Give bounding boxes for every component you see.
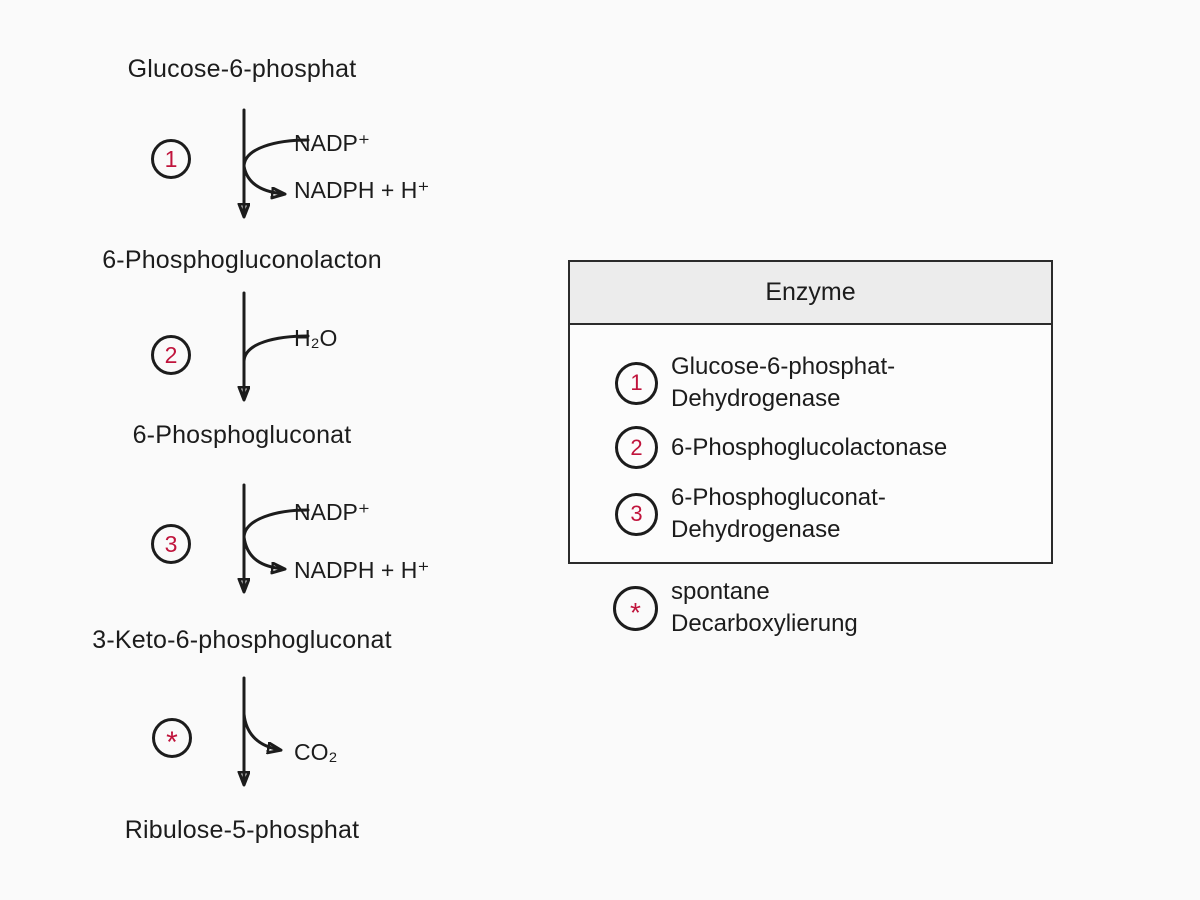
step-marker-3: 3 xyxy=(151,524,191,564)
metabolite-label-6-phosphogluconolacton: 6-Phosphogluconolacton xyxy=(102,246,382,274)
legend-item-1-line2: Dehydrogenase xyxy=(671,385,841,412)
legend-marker-3: 3 xyxy=(615,492,658,536)
legend-marker-2-label: 2 xyxy=(630,434,643,460)
metabolite-label-3-keto-6-phosphogluconat: 3-Keto-6-phosphogluconat xyxy=(92,626,392,654)
metabolite-label-6-phosphogluconat: 6-Phosphogluconat xyxy=(132,421,352,449)
legend-item-3-text: 6-Phosphogluconat- Dehydrogenase xyxy=(671,482,886,546)
cofactor-in-label-step1: NADP⁺ xyxy=(294,130,371,156)
cofactor-in-label-step2: H₂O xyxy=(294,325,338,351)
enzyme-legend-box: Enzyme xyxy=(568,260,1053,564)
legend-marker-spontaneous-label: * xyxy=(630,597,641,628)
legend-marker-spontaneous: * xyxy=(613,585,658,631)
legend-marker-1: 1 xyxy=(615,361,658,405)
step-marker-2: 2 xyxy=(151,335,191,375)
step-marker-spontaneous: * xyxy=(152,718,192,759)
cofactor-out-label-step3: NADPH + H⁺ xyxy=(294,557,430,583)
enzyme-legend-title: Enzyme xyxy=(765,278,856,306)
cofactor-in-label-step3: NADP⁺ xyxy=(294,499,371,525)
legend-footnote: * spontane Decarboxylierung xyxy=(613,576,858,640)
enzyme-legend-header: Enzyme xyxy=(570,262,1051,325)
step-marker-3-label: 3 xyxy=(164,530,178,557)
legend-item-3-line1: 6-Phosphogluconat- xyxy=(671,484,886,511)
legend-item-3: 3 6-Phosphogluconat- Dehydrogenase xyxy=(615,482,886,546)
legend-item-1: 1 Glucose-6-phosphat- Dehydrogenase xyxy=(615,351,895,415)
legend-marker-2: 2 xyxy=(615,426,658,469)
step-marker-2-label: 2 xyxy=(164,341,178,368)
step-marker-1-label: 1 xyxy=(164,145,178,172)
legend-item-2-line1: 6-Phosphoglucolactonase xyxy=(671,433,948,461)
step-marker-1: 1 xyxy=(151,139,191,179)
step-marker-spontaneous-label: * xyxy=(166,726,178,759)
legend-footnote-line1: spontane xyxy=(671,578,770,605)
legend-footnote-line2: Decarboxylierung xyxy=(671,610,858,637)
metabolite-label-ribulose-5-phosphat: Ribulose-5-phosphat xyxy=(124,816,360,844)
metabolite-label-glucose-6-phosphat: Glucose-6-phosphat xyxy=(127,55,357,83)
legend-marker-1-label: 1 xyxy=(630,370,643,395)
legend-item-1-text: Glucose-6-phosphat- Dehydrogenase xyxy=(671,351,895,415)
legend-marker-3-label: 3 xyxy=(630,501,643,526)
legend-item-2: 2 6-Phosphoglucolactonase xyxy=(615,426,947,469)
legend-item-1-line1: Glucose-6-phosphat- xyxy=(671,353,896,380)
legend-item-3-line2: Dehydrogenase xyxy=(671,516,841,543)
reaction-arrow-3-icon xyxy=(224,483,310,605)
cofactor-out-label-step1: NADPH + H⁺ xyxy=(294,177,430,203)
reaction-arrow-4-icon xyxy=(224,676,324,798)
legend-footnote-text: spontane Decarboxylierung xyxy=(671,576,858,640)
legend-item-2-text: 6-Phosphoglucolactonase xyxy=(671,432,947,464)
reaction-arrow-1-icon xyxy=(224,108,310,230)
reaction-arrow-2-icon xyxy=(224,291,310,413)
cofactor-out-label-step4: CO₂ xyxy=(294,739,338,765)
